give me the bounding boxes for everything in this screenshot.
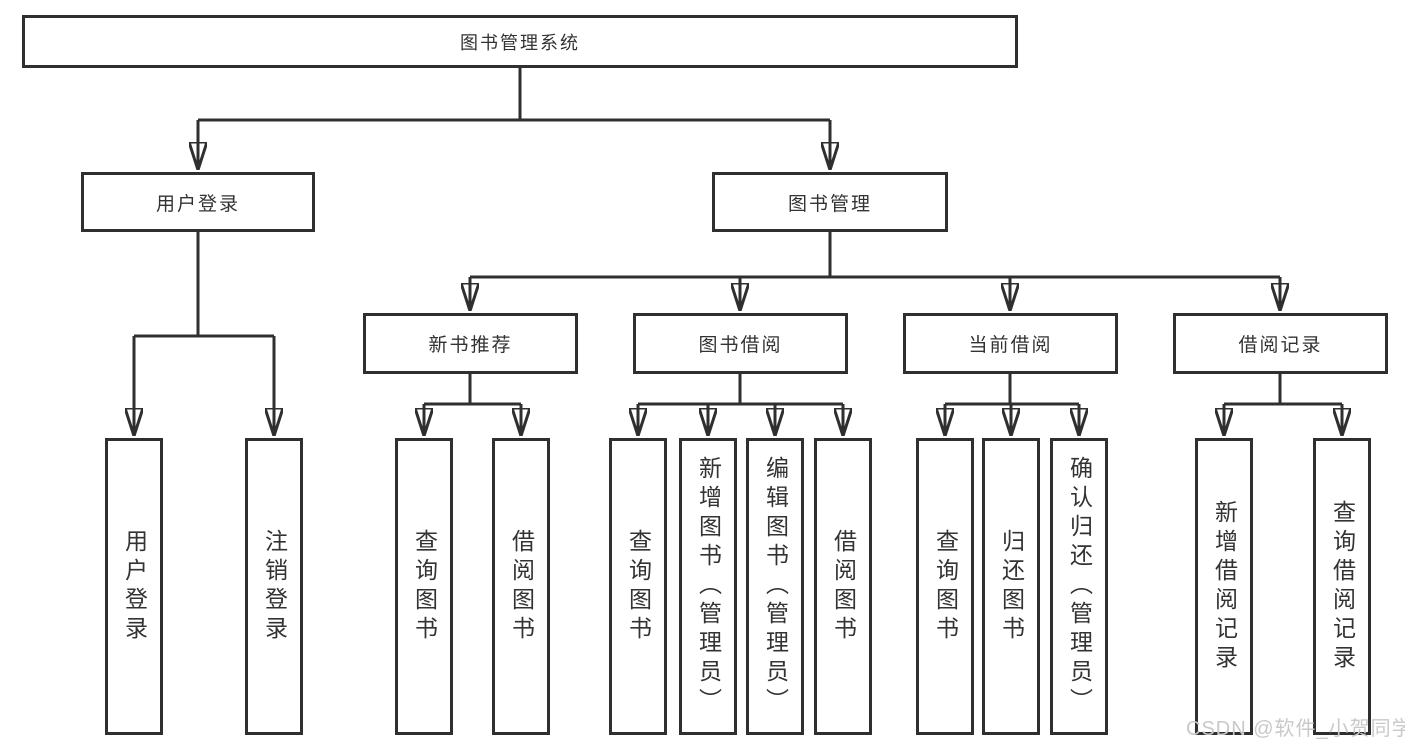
leaf-confirm-return-admin: 确认归还（管理员） bbox=[1050, 438, 1108, 735]
csdn-watermark: CSDN @软件_小贺同学 bbox=[1186, 718, 1405, 740]
leaf-query-borrow-record: 查询借阅记录 bbox=[1313, 438, 1371, 735]
leaf-query-books-3-label: 查询图书 bbox=[932, 528, 959, 645]
leaf-edit-book-admin-label: 编辑图书（管理员） bbox=[762, 456, 789, 717]
leaf-add-borrow-record-label: 新增借阅记录 bbox=[1211, 499, 1238, 674]
connectors-book-borrow-group bbox=[638, 374, 843, 436]
leaf-user-login-label: 用户登录 bbox=[121, 528, 148, 645]
leaf-query-books-1-label: 查询图书 bbox=[411, 528, 438, 645]
leaf-borrow-books-2: 借阅图书 bbox=[814, 438, 872, 735]
leaf-query-books-2: 查询图书 bbox=[609, 438, 667, 735]
leaf-confirm-return-admin-label: 确认归还（管理员） bbox=[1066, 456, 1093, 717]
connectors-new-book-group bbox=[424, 374, 521, 436]
node-library-management-system: 图书管理系统 bbox=[22, 15, 1018, 68]
node-book-borrowing: 图书借阅 bbox=[633, 313, 848, 374]
leaf-return-books-label: 归还图书 bbox=[998, 528, 1025, 645]
leaf-query-books-2-label: 查询图书 bbox=[625, 528, 652, 645]
leaf-add-book-admin-label: 新增图书（管理员） bbox=[695, 456, 722, 717]
connectors-current-borrow-group bbox=[945, 374, 1079, 436]
node-current-borrowing: 当前借阅 bbox=[903, 313, 1118, 374]
leaf-return-books: 归还图书 bbox=[982, 438, 1040, 735]
leaf-query-books-1: 查询图书 bbox=[395, 438, 453, 735]
node-user-login: 用户登录 bbox=[81, 172, 315, 232]
leaf-logout: 注销登录 bbox=[245, 438, 303, 735]
connectors-book-management-to-level3 bbox=[470, 232, 1280, 311]
node-new-book-recommend: 新书推荐 bbox=[363, 313, 578, 374]
leaf-add-book-admin: 新增图书（管理员） bbox=[679, 438, 737, 735]
leaf-user-login: 用户登录 bbox=[105, 438, 163, 735]
connectors-borrow-record-group bbox=[1224, 374, 1342, 436]
leaf-add-borrow-record: 新增借阅记录 bbox=[1195, 438, 1253, 735]
leaf-logout-label: 注销登录 bbox=[261, 528, 288, 645]
leaf-edit-book-admin: 编辑图书（管理员） bbox=[746, 438, 804, 735]
leaf-borrow-books-1: 借阅图书 bbox=[492, 438, 550, 735]
leaf-borrow-books-1-label: 借阅图书 bbox=[508, 528, 535, 645]
leaf-borrow-books-2-label: 借阅图书 bbox=[830, 528, 857, 645]
leaf-query-books-3: 查询图书 bbox=[916, 438, 974, 735]
node-book-management: 图书管理 bbox=[712, 172, 948, 232]
leaf-query-borrow-record-label: 查询借阅记录 bbox=[1329, 499, 1356, 674]
node-borrowing-records: 借阅记录 bbox=[1173, 313, 1388, 374]
connectors-user-login-group bbox=[134, 232, 274, 436]
connectors-root-to-level2 bbox=[198, 68, 830, 170]
